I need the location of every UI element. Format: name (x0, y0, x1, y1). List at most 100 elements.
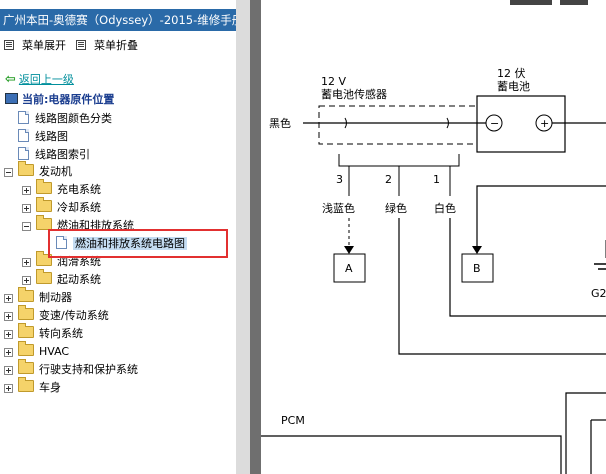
folder-icon (36, 179, 52, 194)
expand-toggle[interactable] (22, 186, 31, 195)
tree-item-wiring-color[interactable]: 线路图颜色分类 (18, 110, 112, 127)
tree-item-starting[interactable]: 起动系统 (36, 269, 101, 288)
tree-item-label: 燃油和排放系统电路图 (73, 237, 187, 250)
collapse-toggle[interactable] (4, 168, 13, 177)
current-location-label: 当前:电器原件位置 (22, 93, 115, 106)
tree-item-transmission[interactable]: 变速/传动系统 (18, 305, 109, 324)
document-icon (18, 129, 29, 142)
tree-item-wiring-index[interactable]: 线路图索引 (18, 146, 90, 163)
tree-item-steering[interactable]: 转向系统 (18, 323, 83, 342)
expand-toggle[interactable] (22, 276, 31, 285)
wire-white (449, 218, 606, 317)
expand-menu-label: 菜单展开 (22, 39, 66, 52)
computer-icon (5, 93, 18, 104)
folder-icon (18, 305, 34, 320)
panel-splitter[interactable] (250, 0, 261, 474)
wire-to-b (476, 185, 606, 246)
tree-item-label: 充电系统 (57, 183, 101, 196)
expand-toggle[interactable] (22, 204, 31, 213)
tree-item-label: 润滑系统 (57, 255, 101, 268)
tree-item-label: 线路图 (35, 130, 68, 143)
pcm-label: PCM (281, 414, 305, 427)
menu-icon (4, 40, 14, 50)
pin-2-label: 2 (385, 173, 392, 186)
current-location: 当前:电器原件位置 (5, 92, 114, 108)
sensor-name-label: 蓄电池传感器 (321, 88, 387, 101)
connector-mark (344, 117, 347, 129)
tree-item-fuel-exhaust[interactable]: 燃油和排放系统 (36, 215, 134, 234)
tree-item-label: 冷却系统 (57, 201, 101, 214)
back-link[interactable]: ⇦返回上一级 (5, 72, 74, 88)
tree-item-label: 线路图颜色分类 (35, 112, 112, 125)
tree-item-brakes[interactable]: 制动器 (18, 287, 72, 306)
folder-icon (36, 269, 52, 284)
back-link-label: 返回上一级 (18, 73, 74, 86)
folder-icon (18, 161, 34, 176)
back-arrow-icon: ⇦ (5, 72, 16, 87)
menu-icon (76, 40, 86, 50)
connector-bracket (338, 154, 460, 167)
pin-1-label: 1 (433, 173, 440, 186)
wire-white-label: 白色 (434, 201, 456, 215)
folder-icon (36, 197, 52, 212)
tree-item-label: 制动器 (39, 291, 72, 304)
folder-icon (18, 377, 34, 392)
folder-icon (18, 287, 34, 302)
tree-item-label: 行驶支持和保护系统 (39, 363, 138, 376)
battery-sensor-box (318, 105, 478, 145)
toolbar-edge (510, 0, 552, 5)
expand-toggle[interactable] (4, 348, 13, 357)
arrow-down-icon (472, 246, 482, 254)
plus-symbol: + (540, 117, 549, 130)
expand-toggle[interactable] (4, 384, 13, 393)
tree-item-label: 发动机 (39, 165, 72, 178)
expand-menu-button[interactable]: 菜单展开 (4, 38, 66, 54)
battery-box (476, 95, 566, 153)
wire-green (398, 218, 606, 355)
tree-item-driving-support[interactable]: 行驶支持和保护系统 (18, 359, 138, 378)
pcm-box (261, 435, 562, 474)
tree-item-fuel-exhaust-diagram[interactable]: 燃油和排放系统电路图 (56, 235, 187, 252)
tree-item-label: 车身 (39, 381, 61, 394)
tree-item-hvac[interactable]: HVAC (18, 341, 70, 360)
connector-b-label: B (473, 262, 481, 275)
expand-toggle[interactable] (4, 330, 13, 339)
ground-label: G2 (591, 287, 606, 300)
tree-item-label: 转向系统 (39, 327, 83, 340)
wire-green-label: 绿色 (385, 201, 407, 215)
pin-3-label: 3 (336, 173, 343, 186)
expand-toggle[interactable] (4, 366, 13, 375)
wiring-diagram: 12 V 蓄电池传感器 12 伏 蓄电池 − + 黑色 3 2 1 浅蓝色 A … (261, 66, 606, 474)
tree-item-charging[interactable]: 充电系统 (36, 179, 101, 198)
arrow-down-icon (344, 246, 354, 254)
expand-toggle[interactable] (22, 258, 31, 267)
tree-item-label: 起动系统 (57, 273, 101, 286)
minus-symbol: − (490, 117, 499, 130)
tree-item-label: HVAC (39, 345, 70, 358)
document-icon (56, 236, 67, 249)
folder-icon (18, 323, 34, 338)
collapse-menu-label: 菜单折叠 (94, 39, 138, 52)
tree-item-cooling[interactable]: 冷却系统 (36, 197, 101, 216)
wire-pcm (565, 392, 606, 474)
collapse-toggle[interactable] (22, 222, 31, 231)
navigation-panel: 广州本田-奥德赛（Odyssey）-2015-维修手册 菜单展开 菜单折叠 ⇦返… (0, 0, 240, 474)
folder-icon (18, 359, 34, 374)
expand-toggle[interactable] (4, 294, 13, 303)
wire-lightblue-label: 浅蓝色 (322, 201, 355, 215)
connector-mark (446, 117, 449, 129)
tree-item-engine[interactable]: 发动机 (18, 161, 72, 180)
battery-voltage-label: 12 伏 (497, 66, 526, 80)
connector-a-box (333, 253, 366, 283)
wire-black-label: 黑色 (269, 116, 291, 130)
tree-item-body[interactable]: 车身 (18, 377, 61, 396)
collapse-menu-button[interactable]: 菜单折叠 (76, 38, 138, 54)
tree-item-wiring-diagram[interactable]: 线路图 (18, 128, 68, 145)
expand-toggle[interactable] (4, 312, 13, 321)
folder-icon (18, 341, 34, 356)
vertical-scrollbar[interactable] (236, 0, 250, 474)
window-title: 广州本田-奥德赛（Odyssey）-2015-维修手册 (0, 9, 240, 31)
sensor-voltage-label: 12 V (321, 75, 346, 88)
battery-name-label: 蓄电池 (497, 80, 530, 93)
folder-icon (36, 215, 52, 230)
